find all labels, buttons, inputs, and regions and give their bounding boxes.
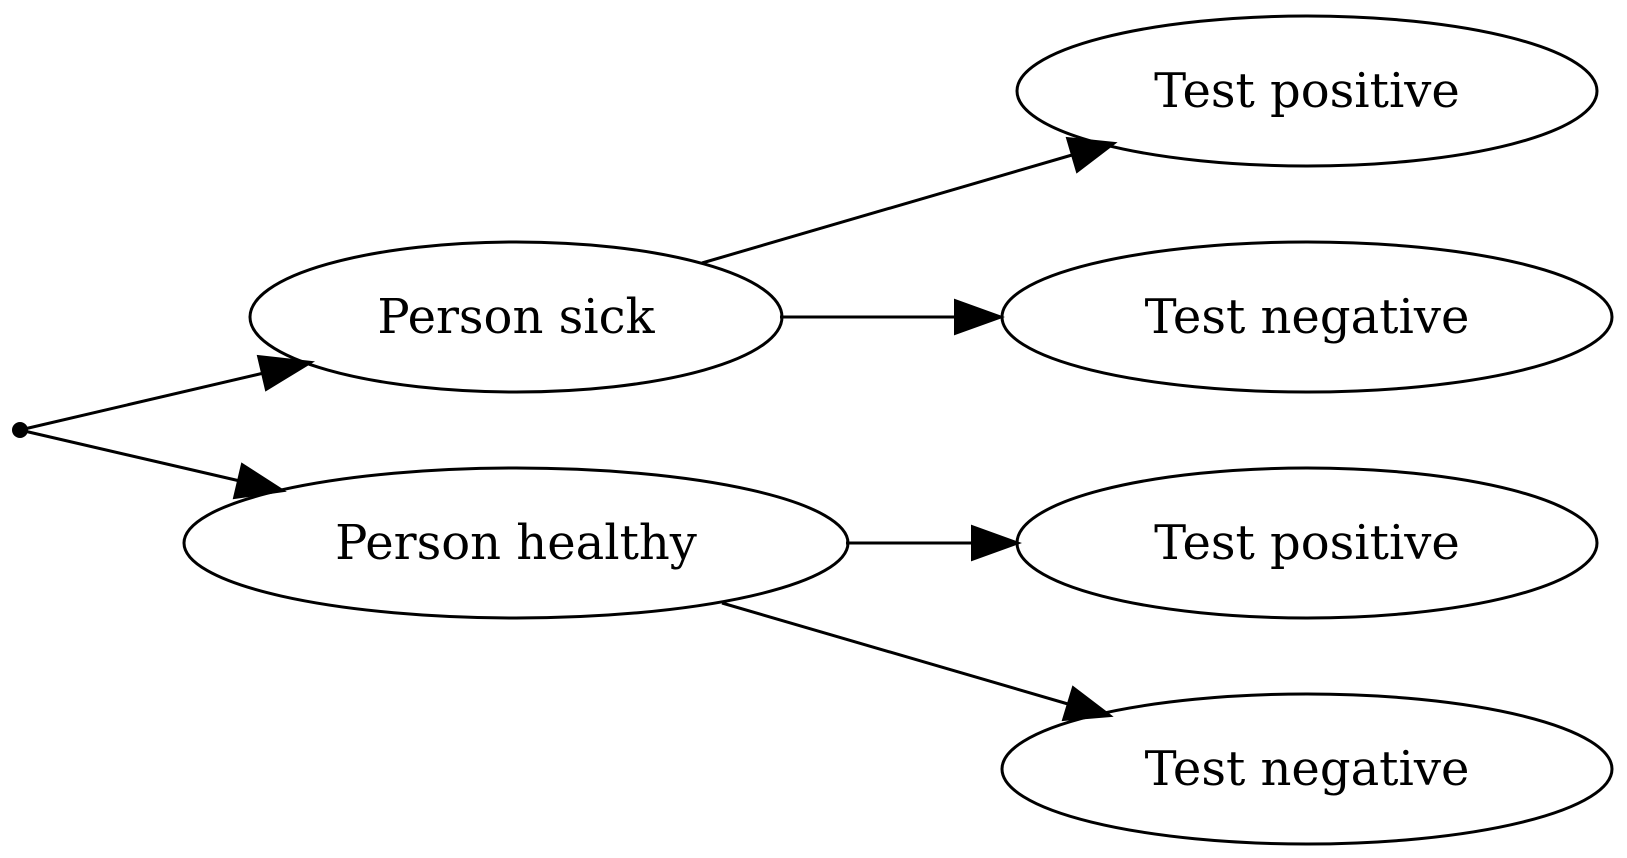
- node-label: Test positive: [1154, 515, 1460, 571]
- edge-sick-to-test-negative: [780, 298, 1005, 336]
- node-healthy-test-positive: Test positive: [1015, 466, 1599, 620]
- edge-healthy-to-test-positive: [846, 524, 1022, 562]
- node-label: Test negative: [1145, 741, 1470, 797]
- node-label: Person sick: [377, 289, 655, 345]
- node-healthy-test-negative: Test negative: [1000, 692, 1614, 846]
- edge-root-to-healthy: [19, 428, 287, 500]
- node-person-sick: Person sick: [248, 240, 784, 394]
- node-label: Test positive: [1154, 63, 1460, 119]
- node-label: Test negative: [1145, 289, 1470, 345]
- node-person-healthy: Person healthy: [182, 466, 850, 620]
- edge-sick-to-test-positive: [701, 136, 1118, 265]
- node-sick-test-positive: Test positive: [1015, 14, 1599, 168]
- node-sick-test-negative: Test negative: [1000, 240, 1614, 394]
- root-point: [12, 422, 28, 438]
- edge-root-to-sick: [19, 354, 316, 432]
- node-label: Person healthy: [335, 515, 697, 571]
- edge-healthy-to-test-negative: [721, 601, 1114, 722]
